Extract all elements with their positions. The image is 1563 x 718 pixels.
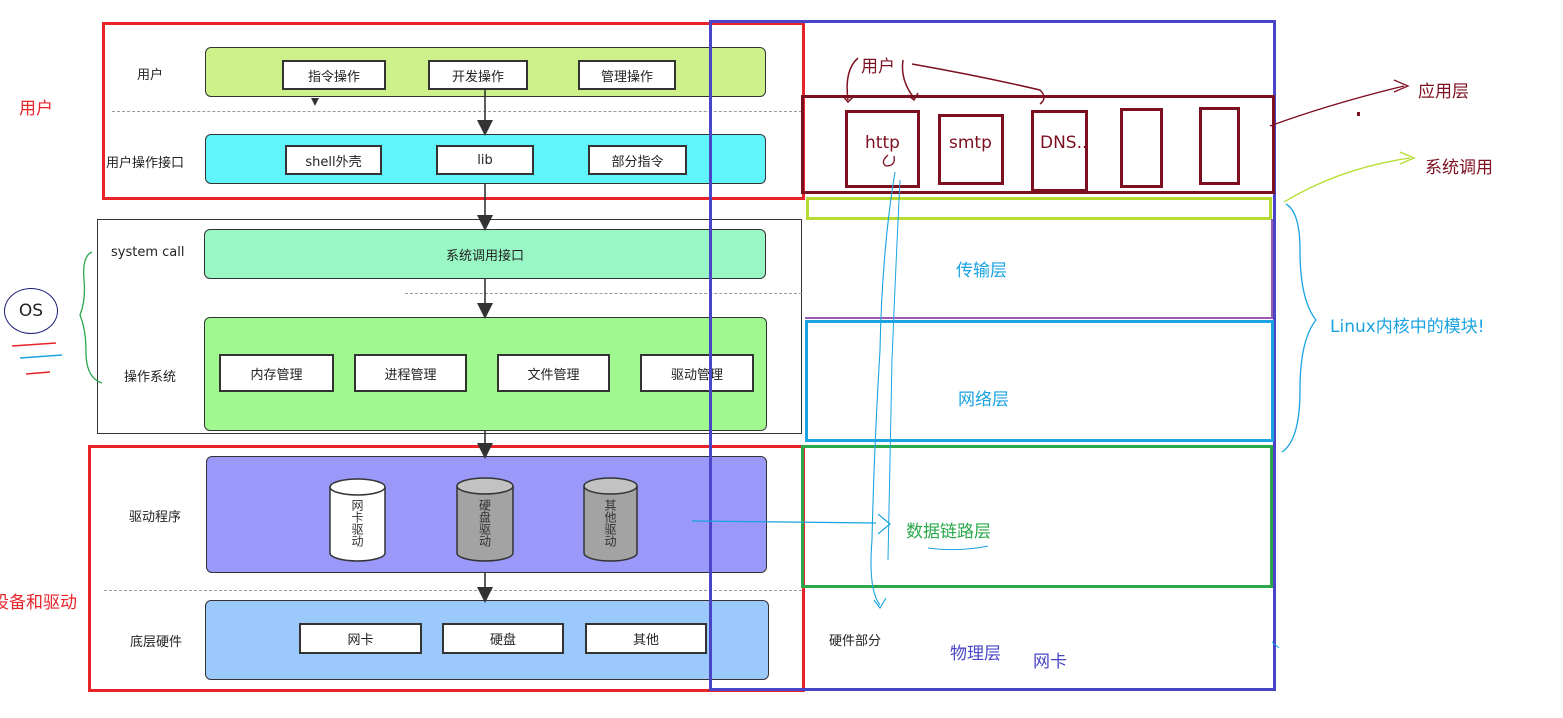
hardware-part-label: 硬件部分 [829,634,882,649]
app-layer-frame [801,95,1275,194]
cylinder-nic-driver-label: 网卡驱动 [350,498,364,547]
os-item-memory: 内存管理 [219,354,334,392]
annotation-syscall: 系统调用 [1425,158,1493,178]
transport-layer-label: 传输层 [956,261,1007,281]
annotation-kernel-modules: Linux内核中的模块! [1330,317,1485,337]
syscall-bar-label: 系统调用接口 [445,248,524,264]
annotation-app-layer: 应用层 [1418,82,1469,102]
row-label-user: 用户 [137,68,164,83]
hardware-item-other: 其他 [585,623,707,654]
protocol-dns: DNS.. [1031,110,1088,192]
hardware-item-nic: 网卡 [299,623,422,654]
annotation-user: 用户 [19,99,53,119]
os-frame [97,219,802,434]
protocol-smtp-label: smtp [949,133,992,153]
user-item-command: 指令操作 [282,60,386,90]
protocol-smtp: smtp [938,114,1004,185]
divider-syscall-os [405,293,802,294]
physical-layer-label: 物理层 [950,644,1001,664]
divider-driver-hardware [104,590,802,591]
interface-item-shell: shell外壳 [285,145,382,175]
cylinder-disk-driver: 硬盘驱动 [456,477,514,562]
interface-item-lib: lib [436,145,534,175]
right-user-label: 用户 [861,57,895,77]
nic-label: 网卡 [1033,652,1067,672]
annotation-os-circle: OS [4,288,58,334]
divider-user-interface [112,111,802,112]
row-label-os: 操作系统 [124,370,177,385]
datalink-layer-label: 数据链路层 [906,522,991,542]
network-layer-label: 网络层 [958,390,1009,410]
row-label-syscall: system call [111,245,185,260]
datalink-layer-frame [801,445,1273,588]
user-item-develop: 开发操作 [428,60,528,90]
row-label-interface: 用户操作接口 [106,156,185,171]
cylinder-nic-driver: 网卡驱动 [329,478,386,562]
protocol-blank-1 [1120,108,1163,188]
network-layer-frame [805,320,1274,442]
protocol-blank-2 [1199,107,1240,185]
transport-layer-frame [805,219,1273,319]
row-label-driver: 驱动程序 [129,510,182,525]
syscall-band: 系统调用接口 [204,229,766,279]
os-item-file: 文件管理 [497,354,610,392]
user-item-manage: 管理操作 [578,60,676,90]
protocol-dns-label: DNS.. [1040,133,1088,153]
cylinder-other-driver-label: 其他驱动 [603,498,617,547]
os-brace [79,251,103,384]
network-stack-frame [709,20,1276,691]
small-down-arrow [311,98,319,106]
row-label-hardware: 底层硬件 [130,635,183,650]
os-item-process: 进程管理 [354,354,467,392]
protocol-http-label: http [865,133,900,153]
annotation-device: 设备和驱动 [0,593,77,613]
hardware-item-disk: 硬盘 [442,623,564,654]
cylinder-other-driver: 其他驱动 [583,477,638,562]
cylinder-disk-driver-label: 硬盘驱动 [477,498,492,547]
interface-item-commands: 部分指令 [588,145,687,175]
syscall-strip [806,197,1272,220]
annotation-os: OS [18,301,44,321]
protocol-http: http [845,110,920,188]
